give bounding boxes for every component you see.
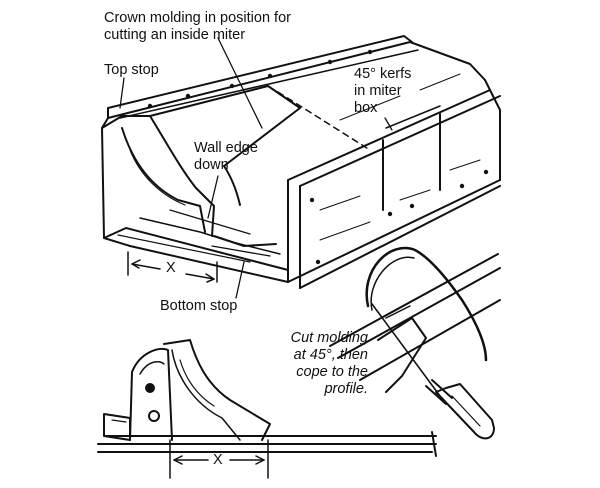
miter-box	[101, 35, 501, 289]
label-cut-molding-line-2: at 45°, then	[293, 347, 368, 363]
label-crown-molding: Crown molding in position for cutting an…	[104, 10, 291, 44]
label-wall-edge: Wall edge down	[194, 140, 258, 174]
label-wall-edge-line-2: down	[194, 157, 229, 173]
label-bottom-stop: Bottom stop	[160, 298, 238, 314]
label-cut-molding: Cut molding at 45°, then cope to the pro…	[232, 330, 368, 398]
label-x-bottom: X	[213, 452, 223, 468]
label-cut-molding-line-1: Cut molding	[290, 330, 368, 346]
label-kerfs-line-1: 45° kerfs	[354, 66, 412, 82]
label-cut-molding-line-3: cope to the	[296, 364, 368, 380]
coping-saw	[329, 246, 501, 440]
label-kerfs-line-2: in miter	[354, 83, 402, 99]
label-crown-molding-line-1: Crown molding in position for	[104, 10, 291, 26]
label-kerfs-line-3: box	[354, 100, 378, 116]
label-kerfs: 45° kerfs in miter box	[354, 66, 411, 117]
leader-lines	[119, 37, 393, 299]
label-cut-molding-line-4: profile.	[324, 381, 368, 397]
dimension-x-bottom	[169, 439, 269, 479]
dimension-x-top	[127, 251, 218, 283]
nail-dots	[147, 49, 489, 265]
label-wall-edge-line-1: Wall edge	[194, 140, 258, 156]
label-x-top: X	[166, 260, 176, 276]
label-crown-molding-line-2: cutting an inside miter	[104, 27, 246, 43]
label-top-stop: Top stop	[104, 62, 159, 78]
combination-square	[97, 339, 437, 457]
